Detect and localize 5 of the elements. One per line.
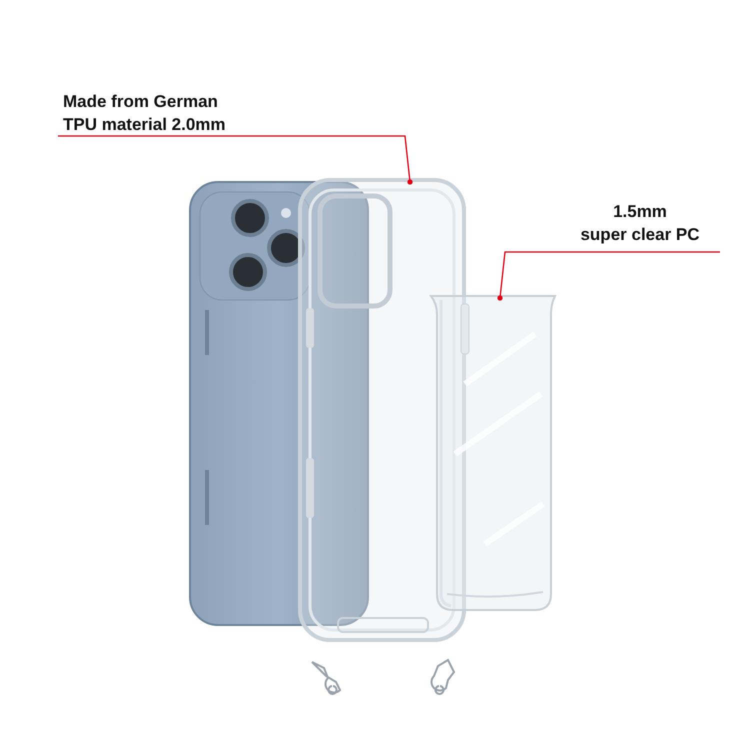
callout-text: Made from German TPU material 2.0mm [63,91,227,136]
callout-text: 1.5mm [612,201,668,223]
leader-line [58,135,413,185]
callout-text: super clear PC [579,224,701,246]
leader-line [497,251,720,301]
